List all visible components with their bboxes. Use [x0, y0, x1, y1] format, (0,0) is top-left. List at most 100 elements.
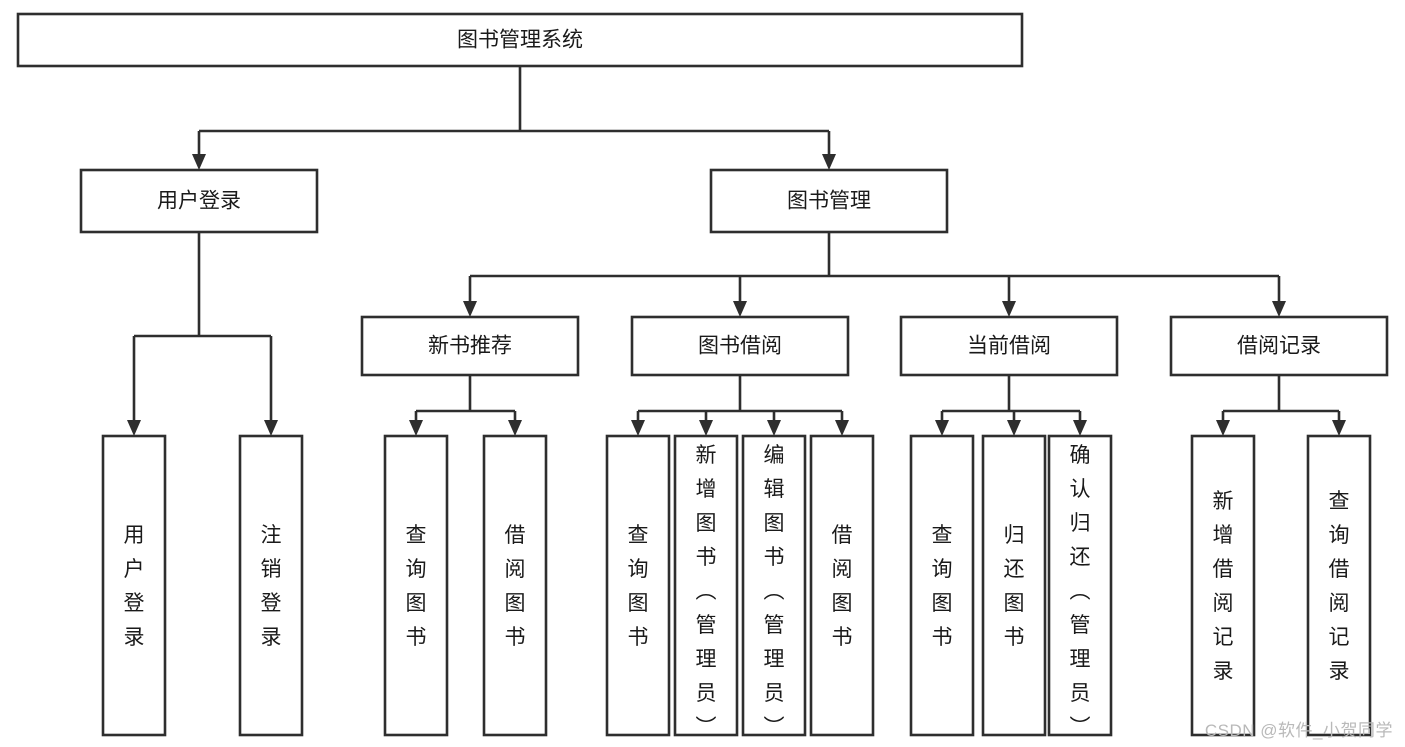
connector-group-root [192, 66, 836, 170]
arrow-current-leaf-3 [1073, 420, 1087, 436]
leaf-label-char: 记 [1213, 626, 1234, 649]
node-user-login[interactable]: 用户登录 [79, 168, 319, 234]
node-root-label: 图书管理系统 [457, 29, 583, 52]
leaf-label-char: 图 [628, 592, 649, 615]
node-borrow-records[interactable]: 借阅记录 [1169, 315, 1389, 377]
leaf-node-box[interactable] [482, 434, 548, 737]
leaf-label-char: 用 [124, 524, 145, 547]
leaf-label-char: 查 [1329, 490, 1350, 513]
node-new-book-recommend-box[interactable] [360, 315, 580, 377]
leaf-label-char: 登 [124, 592, 145, 615]
leaf-node-label: 用户登录 [124, 524, 145, 649]
leaf-node[interactable]: 确认归还︵管理员︶ [1047, 434, 1113, 739]
leaf-label-char: 书 [628, 626, 649, 649]
leaf-label-char: 理 [696, 648, 717, 671]
arrow-book-mgmt-borrow [733, 301, 747, 317]
arrow-current-leaf-1 [935, 420, 949, 436]
leaf-label-char: 注 [261, 524, 282, 547]
leaf-node-box[interactable] [1047, 434, 1113, 737]
arrow-book-mgmt-records [1272, 301, 1286, 317]
leaf-label-char: 书 [932, 626, 953, 649]
leaf-node-box[interactable] [1190, 434, 1256, 737]
arrow-book-mgmt-new-book [463, 301, 477, 317]
leaf-node-label: 确认归还︵管理员︶ [1070, 444, 1091, 739]
arrow-borrow-leaf-2 [699, 420, 713, 436]
leaf-label-char: 录 [1213, 660, 1234, 683]
node-borrow-records-box[interactable] [1169, 315, 1389, 377]
leaf-label-char: 户 [124, 558, 145, 581]
node-root[interactable]: 图书管理系统 [16, 12, 1024, 68]
leaf-node[interactable]: 借阅图书 [809, 434, 875, 737]
leaf-node[interactable]: 查询借阅记录 [1306, 434, 1372, 737]
node-current-borrow[interactable]: 当前借阅 [899, 315, 1119, 377]
leaf-label-char: 管 [764, 614, 785, 637]
arrow-new-book-leaf-2 [508, 420, 522, 436]
connector-group-current [935, 375, 1087, 436]
leaf-label-char: 书 [696, 546, 717, 569]
leaf-node[interactable]: 查询图书 [909, 434, 975, 737]
leaf-node-box[interactable] [238, 434, 304, 737]
leaf-label-char: 图 [1004, 592, 1025, 615]
leaf-label-char: 新 [1213, 490, 1234, 513]
arrow-root-to-user-login [192, 154, 206, 170]
leaf-label-char: 借 [1329, 558, 1350, 581]
leaf-node-label: 查询图书 [932, 524, 953, 649]
arrow-records-leaf-2 [1332, 420, 1346, 436]
leaf-node[interactable]: 新增借阅记录 [1190, 434, 1256, 737]
node-book-management-box[interactable] [709, 168, 949, 234]
leaf-label-char: ︶ [696, 716, 717, 739]
node-user-login-label: 用户登录 [157, 190, 241, 213]
leaf-label-char: 辑 [764, 478, 785, 501]
leaf-label-char: 员 [696, 682, 717, 705]
node-new-book-recommend[interactable]: 新书推荐 [360, 315, 580, 377]
leaf-label-char: 销 [261, 558, 282, 581]
node-book-borrow[interactable]: 图书借阅 [630, 315, 850, 377]
connector-group-user-login [127, 232, 278, 436]
leaf-node[interactable]: 用户登录 [101, 434, 167, 737]
leaf-node-box[interactable] [673, 434, 739, 737]
connector-group-borrow [631, 375, 849, 436]
leaf-label-char: 认 [1070, 478, 1091, 501]
leaf-node-box[interactable] [909, 434, 975, 737]
leaf-node[interactable]: 新增图书︵管理员︶ [673, 434, 739, 739]
connector-group-book-mgmt [463, 232, 1286, 317]
leaf-label-char: 查 [628, 524, 649, 547]
leaf-node[interactable]: 编辑图书︵管理员︶ [741, 434, 807, 739]
leaf-label-char: 阅 [832, 558, 853, 581]
arrow-borrow-leaf-4 [835, 420, 849, 436]
leaf-node-box[interactable] [383, 434, 449, 737]
arrow-book-mgmt-current [1002, 301, 1016, 317]
connector-group-records [1216, 375, 1346, 436]
leaf-node-box[interactable] [605, 434, 671, 737]
leaf-node-label: 新增图书︵管理员︶ [696, 444, 717, 739]
leaf-node-label: 借阅图书 [832, 524, 853, 649]
leaf-node-label: 归还图书 [1004, 524, 1025, 649]
leaf-node-box[interactable] [1306, 434, 1372, 737]
leaf-node-label: 查询借阅记录 [1329, 490, 1350, 683]
leaf-label-char: 询 [932, 558, 953, 581]
leaf-node[interactable]: 查询图书 [605, 434, 671, 737]
node-book-borrow-label: 图书借阅 [698, 335, 782, 358]
node-user-login-box[interactable] [79, 168, 319, 234]
leaf-label-char: 阅 [505, 558, 526, 581]
leaf-node-box[interactable] [101, 434, 167, 737]
leaf-node[interactable]: 注销登录 [238, 434, 304, 737]
leaf-label-char: 阅 [1213, 592, 1234, 615]
leaf-node[interactable]: 归还图书 [981, 434, 1047, 737]
leaf-node[interactable]: 查询图书 [383, 434, 449, 737]
leaf-node-box[interactable] [741, 434, 807, 737]
leaf-label-char: 归 [1070, 512, 1091, 535]
leaf-label-char: ︵ [764, 580, 785, 603]
leaf-node-label: 查询图书 [406, 524, 427, 649]
leaf-label-char: 员 [764, 682, 785, 705]
node-current-borrow-box[interactable] [899, 315, 1119, 377]
node-root-box[interactable] [16, 12, 1024, 68]
leaf-node[interactable]: 借阅图书 [482, 434, 548, 737]
node-book-management[interactable]: 图书管理 [709, 168, 949, 234]
leaf-node-box[interactable] [809, 434, 875, 737]
leaf-node-label: 查询图书 [628, 524, 649, 649]
leaf-node-box[interactable] [981, 434, 1047, 737]
leaf-label-char: 借 [1213, 558, 1234, 581]
node-book-borrow-box[interactable] [630, 315, 850, 377]
